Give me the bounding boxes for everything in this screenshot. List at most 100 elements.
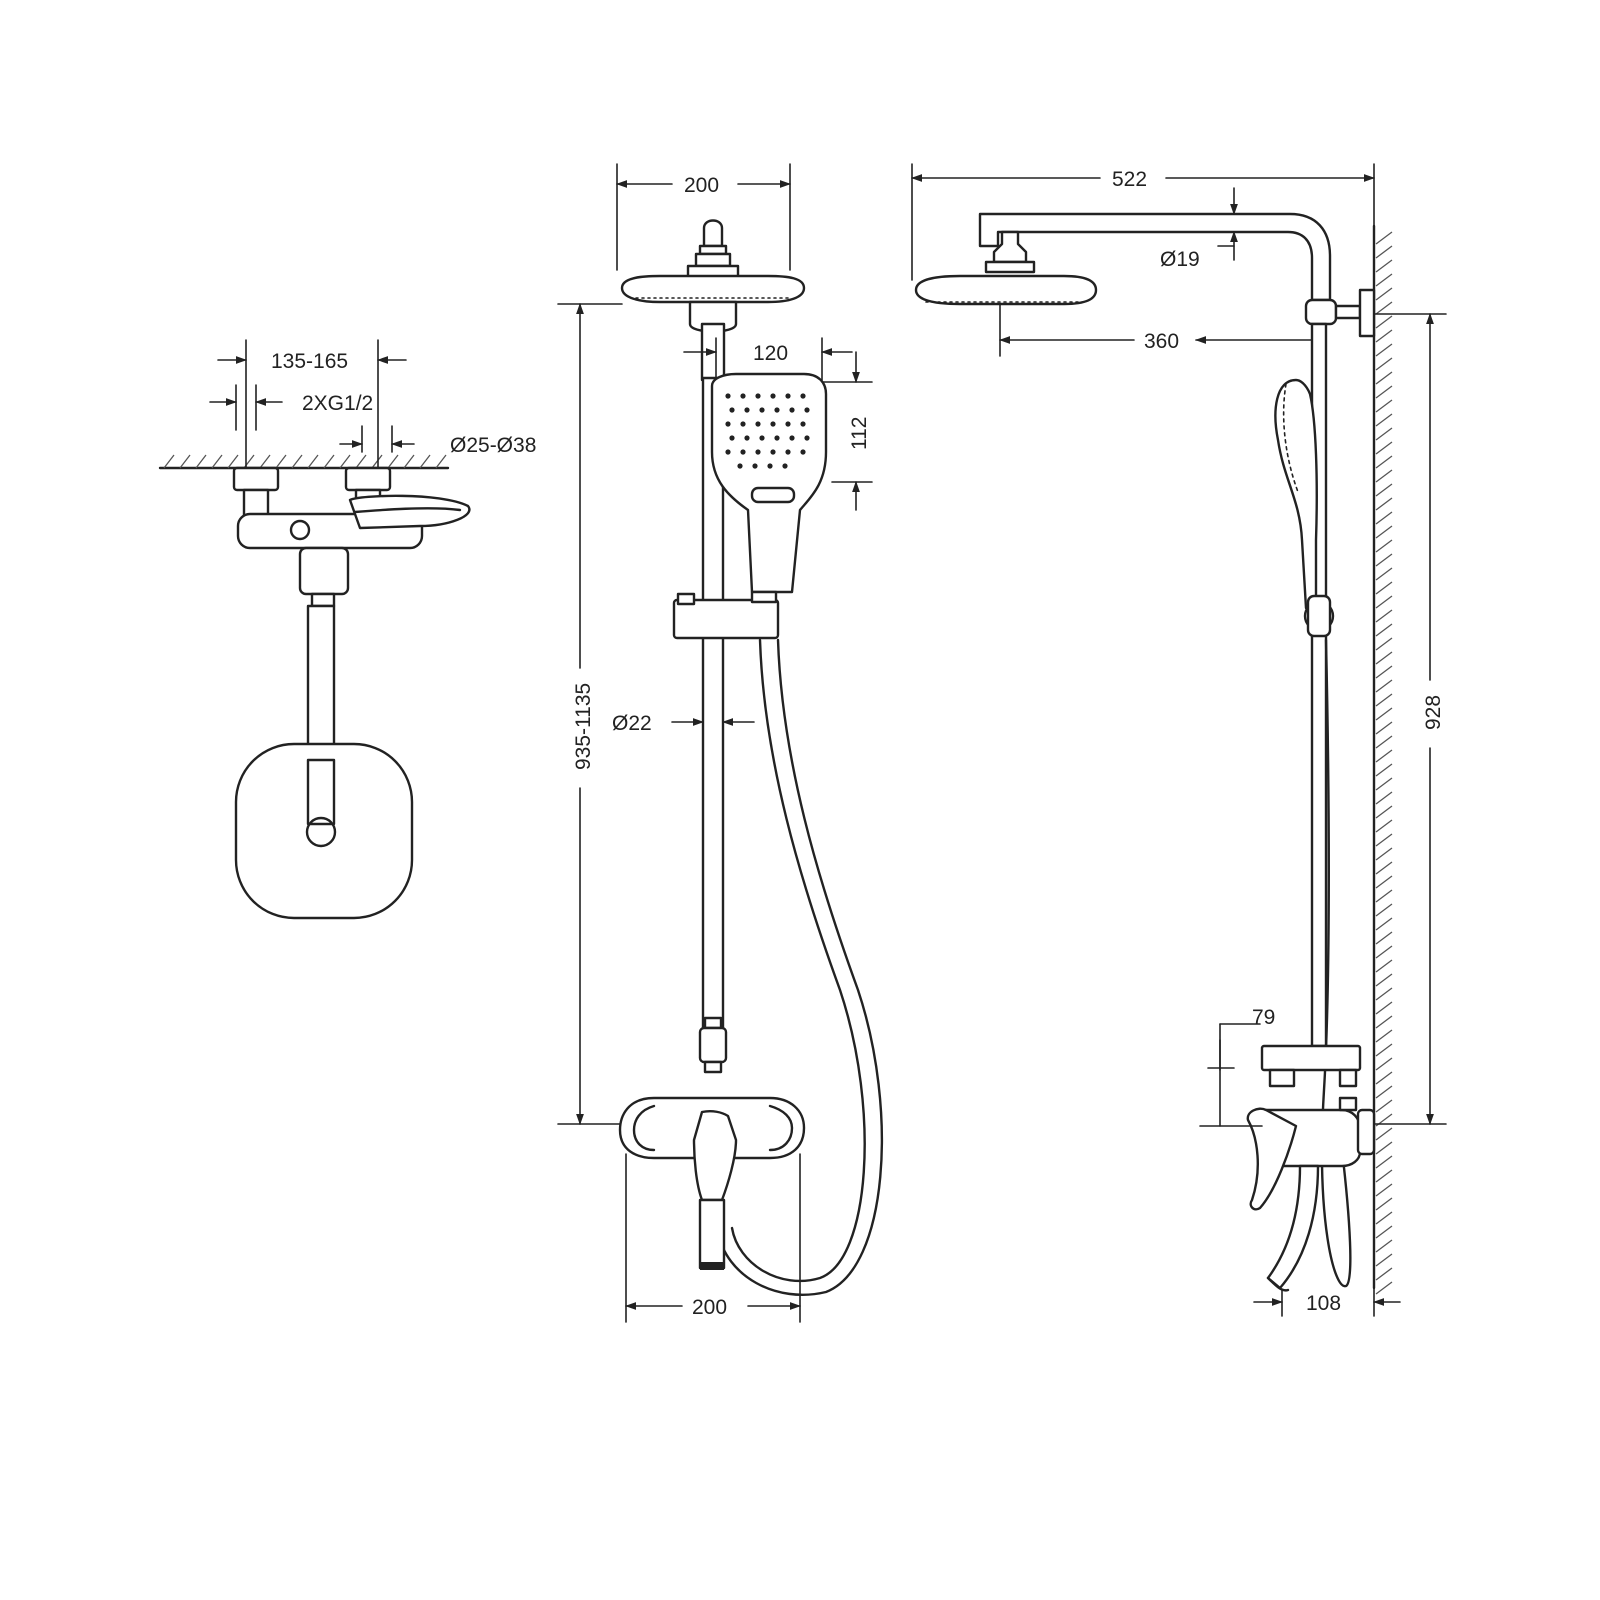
wall-hatch-line — [1375, 903, 1393, 917]
nozzle-dot — [800, 449, 806, 455]
dim-mixer-width-label: 200 — [692, 1296, 727, 1319]
dim-height-label: 928 — [1422, 695, 1445, 730]
wall-hatch-line — [1375, 651, 1393, 665]
wall-hatch-line — [1375, 763, 1393, 777]
wall-hatch-line — [1375, 777, 1393, 791]
dim-handshower-height-label: 112 — [848, 417, 871, 450]
nozzle-dot — [725, 421, 731, 427]
wall-hatch-line — [1375, 1169, 1393, 1183]
dim-arm-reach: 360 — [998, 303, 1315, 357]
wall-hatch-line — [1375, 1211, 1393, 1225]
front-view-aerator — [700, 1262, 724, 1270]
wall-hatch-line — [1375, 1281, 1393, 1295]
wall-hatch-line — [1375, 1001, 1393, 1015]
wall-hatch-line — [1375, 539, 1393, 553]
top-view-diverter — [298, 546, 350, 596]
front-view-head-nipple — [702, 219, 724, 248]
dim-inlet-thread-label: 2XG1/2 — [302, 392, 373, 415]
wall-hatch-line — [1375, 1043, 1393, 1057]
wall-hatch-line — [1375, 371, 1393, 385]
wall-hatch-line — [1375, 343, 1393, 357]
dim-mixer-depth-label: 108 — [1306, 1292, 1341, 1315]
wall-hatch-line — [1375, 1127, 1393, 1141]
top-view-handle-knob — [289, 519, 311, 541]
wall-hatch-line — [1375, 399, 1393, 413]
nozzle-dot — [770, 393, 776, 399]
dim-handshower-width-label: 120 — [753, 342, 788, 365]
wall-hatch-line — [1375, 315, 1393, 329]
wall-hatch-line — [1375, 917, 1393, 931]
nozzle-dot — [737, 463, 743, 469]
dim-head-width-label: 200 — [684, 174, 719, 197]
nozzle-dot — [774, 407, 780, 413]
nozzle-dot — [729, 435, 735, 441]
dim-rail-diameter-label: Ø22 — [612, 712, 652, 735]
wall-hatch-line — [1375, 511, 1393, 525]
nozzle-dot — [804, 435, 810, 441]
front-view-hand-shower-nozzles — [725, 393, 810, 469]
side-view-hand-shower — [1274, 378, 1318, 610]
wall-hatch-line — [1375, 525, 1393, 539]
dim-mixer-height-label: 79 — [1252, 1006, 1275, 1029]
nozzle-dot — [774, 435, 780, 441]
dim-arm-diameter: Ø19 — [1160, 187, 1238, 271]
front-view-hand-shower — [710, 372, 828, 594]
wall-hatch-line — [1375, 483, 1393, 497]
side-view: 522 Ø19 360 — [910, 163, 1447, 1317]
front-view-spout — [698, 1198, 726, 1270]
top-view-shower-head — [234, 742, 414, 920]
front-view-hose — [730, 638, 866, 1283]
wall-hatch-line — [1375, 581, 1393, 595]
dim-mixer-width: 200 — [624, 1153, 802, 1323]
wall-hatch-line — [1375, 273, 1393, 287]
dim-height-adjust-label: 935-1135 — [572, 683, 595, 770]
wall-hatch-line — [1375, 329, 1393, 343]
front-view-mixer-lever — [692, 1110, 738, 1202]
nozzle-dot — [725, 393, 731, 399]
nozzle-dot — [770, 421, 776, 427]
wall-hatch-line — [1375, 567, 1393, 581]
wall-hatch-line — [1375, 441, 1393, 455]
wall-hatch-line — [1375, 1057, 1393, 1071]
wall-hatch-line — [1375, 609, 1393, 623]
wall-hatch-line — [1375, 693, 1393, 707]
dim-wall-hole: Ø25-Ø38 — [339, 425, 536, 457]
wall-hatch-line — [1375, 735, 1393, 749]
wall-hatch-line — [1375, 1253, 1393, 1267]
wall-hatch-line — [1375, 231, 1393, 245]
wall-hatch-line — [1375, 791, 1393, 805]
front-view: 200 935-1135 120 — [557, 163, 883, 1323]
wall-hatch-line — [1375, 427, 1393, 441]
wall-hatch-line — [1375, 1085, 1393, 1099]
wall-hatch-line — [1375, 819, 1393, 833]
wall-hatch-line — [1375, 413, 1393, 427]
dim-mixer-height: 79 — [1199, 1006, 1275, 1127]
dim-wall-hole-label: Ø25-Ø38 — [450, 434, 536, 457]
dim-arm-reach-label: 360 — [1144, 330, 1179, 353]
nozzle-dot — [740, 449, 746, 455]
wall-hatch-line — [1375, 595, 1393, 609]
wall-hatch-line — [1375, 805, 1393, 819]
wall-hatch-line — [1375, 287, 1393, 301]
nozzle-dot — [759, 435, 765, 441]
wall-hatch-line — [1375, 455, 1393, 469]
wall-hatch-line — [1375, 987, 1393, 1001]
nozzle-dot — [789, 435, 795, 441]
wall-hatch-line — [1375, 623, 1393, 637]
dim-height-adjust: 935-1135 — [557, 302, 623, 1126]
nozzle-dot — [755, 449, 761, 455]
wall-hatch-line — [1375, 497, 1393, 511]
wall-hatch-line — [1375, 469, 1393, 483]
wall-hatch-line — [1375, 665, 1393, 679]
dim-total-depth: 522 — [910, 163, 1376, 281]
wall-hatch-line — [1375, 637, 1393, 651]
wall-hatch-line — [1375, 1267, 1393, 1281]
dim-rail-diameter: Ø22 — [612, 712, 755, 735]
wall-hatch-line — [1375, 833, 1393, 847]
dim-arm-diameter-label: Ø19 — [1160, 248, 1200, 271]
wall-hatch-line — [1375, 679, 1393, 693]
nozzle-dot — [744, 407, 750, 413]
side-view-rain-head — [914, 274, 1098, 306]
wall-hatch-line — [1375, 1225, 1393, 1239]
